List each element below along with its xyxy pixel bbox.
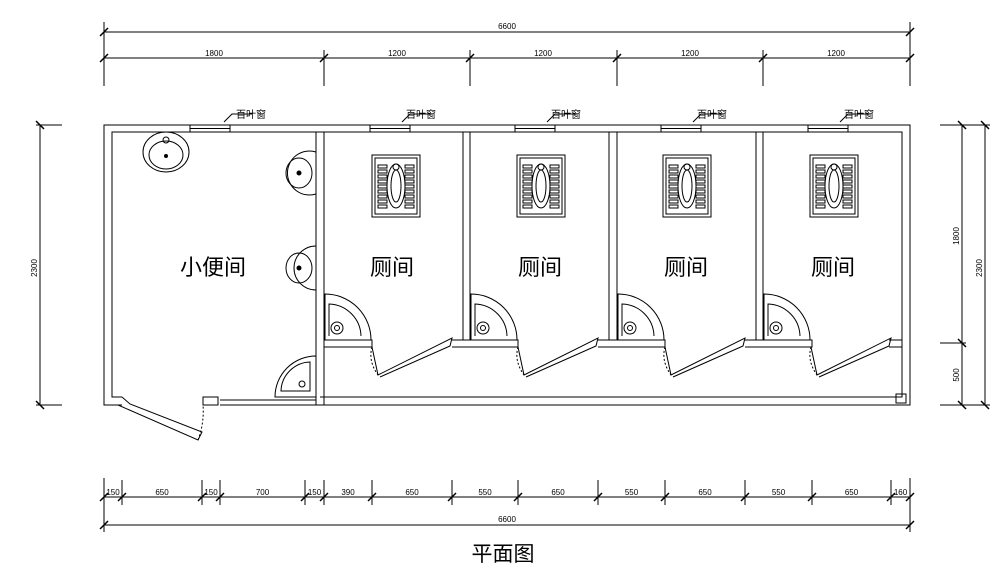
bottom-dim-seg-9: 650 [551,488,565,497]
left-overall-dim: 2300 [30,259,39,277]
corner-basin-icon [764,294,810,340]
stall-door-icon [371,338,452,377]
louver-windows: 百叶窗 百叶窗 百叶窗 百叶窗 百叶窗 [190,108,874,132]
top-dim-seg-3: 1200 [534,49,552,58]
bottom-overall-dim: 6600 [498,515,516,524]
top-dim-seg-5: 1200 [827,49,845,58]
stall-fixtures [325,155,891,377]
squat-toilet-icon [517,155,565,217]
squat-toilet-icon [663,155,711,217]
bottom-dim-seg-5: 150 [308,488,322,497]
stall-door-icon [517,338,598,377]
bottom-dim-seg-2: 650 [155,488,169,497]
bottom-dim-seg-8: 550 [478,488,492,497]
wash-basin-icon [143,132,189,172]
room-label-stall-4: 厕间 [811,256,855,281]
bottom-dimension-chain: 6600 150 650 150 700 150 390 650 550 650 550 650 55… [100,478,914,532]
top-dim-seg-4: 1200 [681,49,699,58]
entrance-door-icon [118,397,203,440]
urinal-icon-1 [286,151,316,195]
window-label-2: 百叶窗 [406,108,436,121]
room-label-stall-3: 厕间 [664,256,708,281]
bottom-dim-seg-4: 700 [256,488,270,497]
top-dim-seg-2: 1200 [388,49,406,58]
corner-basin-icon [618,294,664,340]
stall-door-icon [664,338,745,377]
corner-basin-icon [325,294,371,340]
right-upper-dim: 1800 [952,227,961,245]
window-label-4: 百叶窗 [697,108,727,121]
squat-toilet-icon [810,155,858,217]
urinal-icon-2 [286,246,316,290]
right-lower-dim: 500 [952,368,961,382]
window-label-3: 百叶窗 [551,108,581,121]
bottom-dim-seg-3: 150 [204,488,218,497]
corner-basin-icon [471,294,517,340]
squat-toilet-icon [372,155,420,217]
top-overall-dim: 6600 [498,22,516,31]
bottom-dim-seg-10: 550 [625,488,639,497]
bottom-dim-seg-7: 650 [405,488,419,497]
left-dimension: 2300 [30,121,62,409]
room-label-stall-1: 厕间 [370,256,414,281]
window-label-5: 百叶窗 [844,108,874,121]
bottom-dim-seg-12: 550 [772,488,786,497]
building-walls [104,125,910,405]
room-label-urinal: 小便间 [180,256,246,281]
plan-caption: 平面图 [472,542,535,566]
window-label-1: 百叶窗 [236,108,266,121]
top-dim-seg-1: 1800 [205,49,223,58]
mop-sink-icon [275,356,316,397]
room-label-stall-2: 厕间 [518,256,562,281]
bottom-dim-seg-1: 150 [106,488,120,497]
bottom-dim-seg-11: 650 [698,488,712,497]
bottom-dim-seg-6: 390 [341,488,355,497]
bottom-dim-seg-13: 650 [845,488,859,497]
right-dimension: 1800 500 2300 [940,121,990,409]
top-dimension-chain: 6600 1800 1200 1200 1200 1200 [100,22,914,86]
stall-door-icon [810,338,891,377]
right-overall-dim: 2300 [975,259,984,277]
bottom-dim-seg-14: 160 [894,488,908,497]
